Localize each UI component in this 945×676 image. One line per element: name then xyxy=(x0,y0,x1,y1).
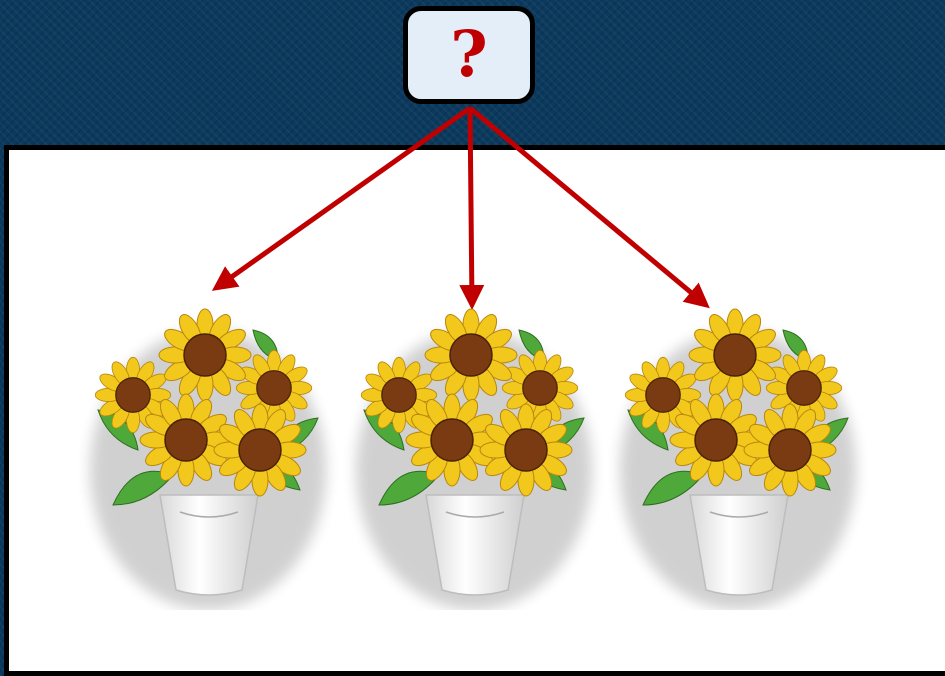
sunflower-vase-icon xyxy=(344,300,606,610)
question-box[interactable]: ? xyxy=(403,6,535,104)
question-mark: ? xyxy=(450,17,488,92)
arrow-right xyxy=(468,106,710,309)
arrow-middle xyxy=(459,107,485,310)
sunflower-vase-icon xyxy=(608,300,870,610)
sunflower-vase-icon xyxy=(78,300,340,610)
arrow-left xyxy=(211,105,472,291)
